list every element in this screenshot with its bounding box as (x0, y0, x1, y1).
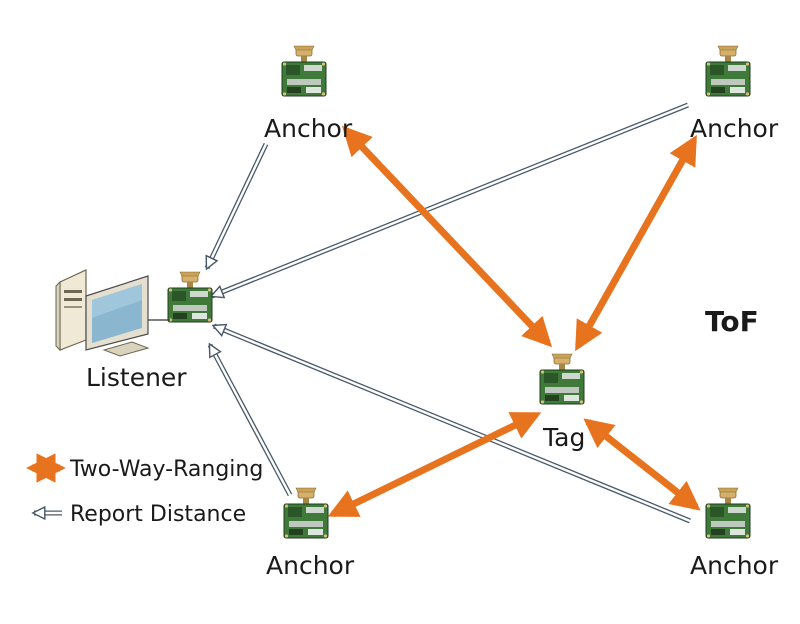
uwb-module-icon (167, 271, 213, 323)
anchor-bottom-right-label: Anchor (690, 551, 779, 580)
legend: Two-Way-Ranging Report Distance (26, 453, 263, 527)
uwb-module-icon (705, 487, 751, 539)
uwb-module-icon (281, 45, 327, 97)
uwb-module-icon (283, 487, 329, 539)
method-label: ToF (705, 305, 759, 338)
listener-label: Listener (86, 363, 187, 392)
ranging-arrow-bottom-left (327, 411, 542, 518)
legend-ranging-label: Two-Way-Ranging (69, 457, 263, 482)
tag-node (539, 353, 585, 405)
uwb-module-icon (539, 353, 585, 405)
tag-label: Tag (542, 423, 585, 452)
anchor-top-right-node (705, 45, 751, 97)
legend-report-label: Report Distance (70, 502, 246, 527)
anchor-bottom-left-node (283, 487, 329, 539)
desktop-computer-icon (55, 269, 170, 357)
uwb-module-icon (705, 45, 751, 97)
anchor-top-left-label: Anchor (264, 114, 353, 143)
anchor-bottom-right-node (705, 487, 751, 539)
ranging-arrows (327, 125, 701, 518)
ranging-arrow-bottom-right (583, 418, 701, 511)
anchor-top-left-node (281, 45, 327, 97)
anchor-bottom-left-label: Anchor (266, 551, 355, 580)
ranging-arrow-top-right (574, 134, 698, 352)
ranging-arrow-top-left (341, 125, 553, 348)
listener-module-node (167, 271, 213, 323)
anchor-top-right-label: Anchor (690, 114, 779, 143)
